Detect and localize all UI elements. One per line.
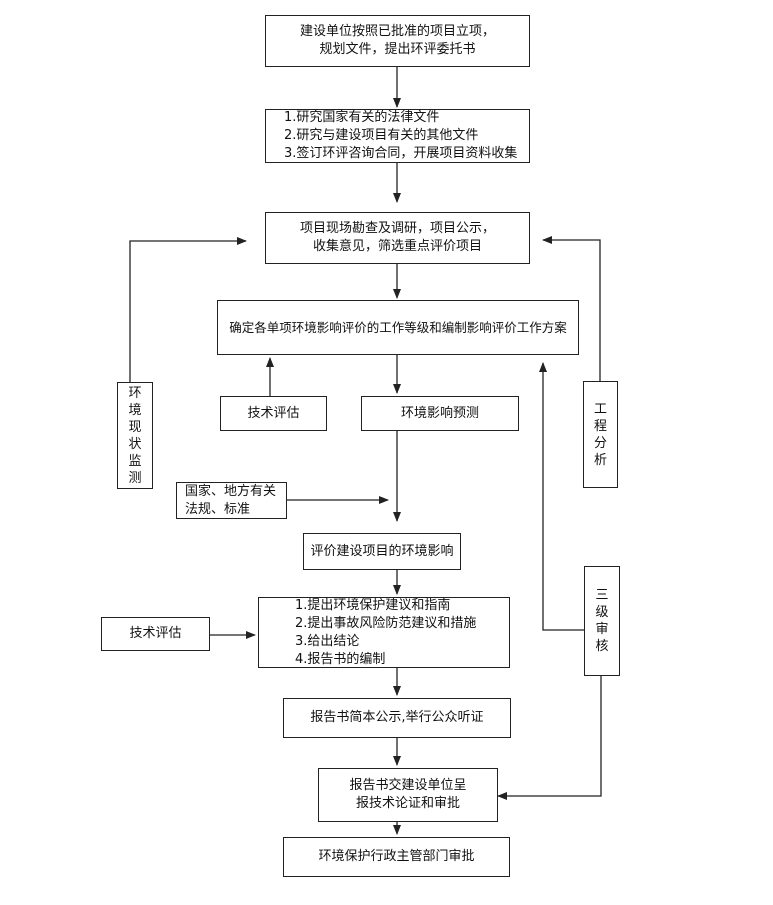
node-laws-standards: 国家、地方有关 法规、标准 [176, 482, 287, 519]
node-tech-assessment-2: 技术评估 [101, 617, 210, 651]
node-environment-monitoring: 环 境 现 状 监 测 [117, 382, 153, 489]
node-tech-assessment-1: 技术评估 [220, 396, 327, 431]
node-work-level: 确定各单项环境影响评价的工作等级和编制影响评价工作方案 [217, 300, 579, 355]
arrow-review-to-n4 [539, 362, 584, 631]
arrow-engineering-to-n3 [542, 236, 601, 381]
arrow-monitor-to-n3 [129, 237, 247, 382]
node-submit-report: 报告书交建设单位呈 报技术论证和审批 [318, 768, 498, 822]
node-evaluate-impact: 评价建设项目的环境影响 [303, 533, 461, 570]
node-research: 1.研究国家有关的法律文件 2.研究与建设项目有关的其他文件 3.签订环评咨询合… [265, 109, 530, 163]
node-recommendations: 1.提出环境保护建议和指南 2.提出事故风险防范建议和措施 3.给出结论 4.报… [258, 597, 510, 668]
node-engineering-analysis: 工 程 分 析 [583, 381, 618, 488]
arrow-review-to-n8 [497, 676, 602, 800]
node-three-level-review: 三 级 审 核 [584, 566, 620, 676]
node-public-hearing: 报告书简本公示,举行公众听证 [283, 698, 511, 738]
node-site-survey: 项目现场勘查及调研，项目公示， 收集意见，筛选重点评价项目 [265, 212, 530, 264]
node-commission: 建设单位按照已批准的项目立项， 规划文件，提出环评委托书 [265, 15, 530, 67]
node-final-approval: 环境保护行政主管部门审批 [283, 837, 510, 877]
node-impact-prediction: 环境影响预测 [361, 396, 519, 431]
